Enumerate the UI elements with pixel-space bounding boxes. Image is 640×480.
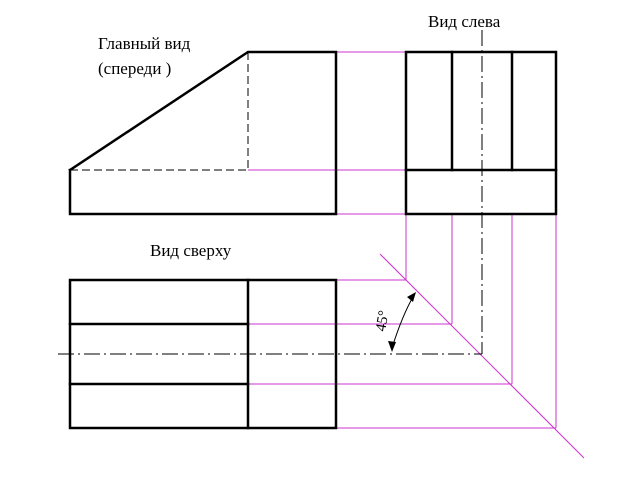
front-view-outline bbox=[68, 50, 338, 216]
top-view-title: Вид сверху bbox=[150, 241, 232, 260]
center-lines bbox=[58, 30, 483, 355]
angle-annotation: 45° bbox=[373, 292, 416, 352]
angle-arrow-top bbox=[407, 292, 416, 302]
angle-label: 45° bbox=[373, 309, 392, 332]
top-view-outline bbox=[68, 278, 338, 430]
angle-arrow-bottom bbox=[388, 341, 396, 352]
angle-arc bbox=[391, 294, 415, 349]
front-view bbox=[68, 50, 338, 216]
constant-line-45 bbox=[379, 253, 585, 459]
left-view bbox=[404, 50, 558, 216]
top-view bbox=[68, 278, 338, 430]
front-view-title-line2: (спереди ) bbox=[98, 59, 171, 78]
left-view-outline bbox=[404, 50, 558, 216]
left-view-title: Вид слева bbox=[428, 12, 501, 31]
front-view-title-line1: Главный вид bbox=[98, 34, 191, 53]
projection-lines bbox=[248, 51, 585, 459]
